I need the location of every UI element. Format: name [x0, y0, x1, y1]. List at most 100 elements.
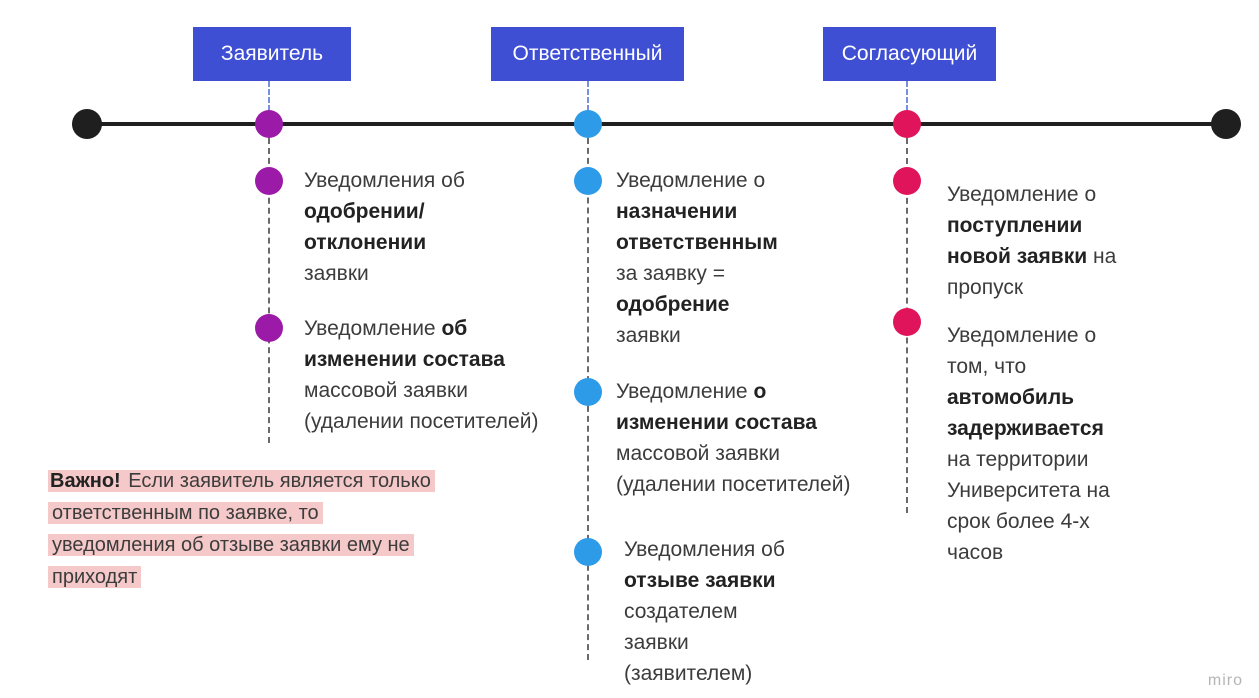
callout-line: Важно! Если заявитель является только — [48, 465, 435, 497]
text-segment: Университета на — [947, 479, 1110, 502]
approver-note-1: Уведомление о поступлении новой заявки на п… — [947, 179, 1116, 303]
note-line: одобрении/ — [304, 196, 465, 227]
text-segment: (удалении посетителей) — [616, 473, 851, 496]
note-line: Университета на — [947, 475, 1110, 506]
text-segment: заявки — [304, 262, 369, 285]
bold-text: отзыве заявки — [624, 569, 776, 592]
callout-line: приходят — [48, 561, 435, 593]
note-line: новой заявки на — [947, 241, 1116, 272]
applicant-note-1: Уведомления об одобрении/отклонении заявки — [304, 165, 465, 289]
text-segment: (удалении посетителей) — [304, 410, 539, 433]
role-label-approver: Согласующий — [823, 27, 996, 81]
note-line: за заявку = — [616, 258, 778, 289]
text-segment: Уведомление — [616, 380, 754, 403]
text-segment: приходят — [50, 566, 140, 588]
note-line: изменении состава — [616, 407, 850, 438]
note-line: автомобиль — [947, 382, 1110, 413]
timeline-start-point — [72, 109, 102, 139]
applicant-label-connector — [268, 81, 270, 111]
note-line: (удалении посетителей) — [304, 406, 538, 437]
bold-text: изменении состава — [304, 348, 505, 371]
note-line: массовой заявки — [304, 375, 538, 406]
text-segment: часов — [947, 541, 1004, 564]
text-segment: создателем — [624, 600, 738, 623]
note-line: создателем — [624, 596, 785, 627]
approver-label-connector — [906, 81, 908, 111]
callout-highlight: приходят — [48, 566, 142, 588]
bold-text: одобрении/ — [304, 200, 425, 223]
note-line: отклонении — [304, 227, 465, 258]
applicant-branch — [268, 138, 270, 443]
responsible-note-2: Уведомление о изменении состава массовой з… — [616, 376, 850, 500]
responsible-note-3-dot — [574, 538, 602, 566]
note-line: (заявителем) — [624, 658, 785, 689]
bold-text: новой заявки — [947, 245, 1088, 268]
note-line: Уведомление об — [304, 313, 538, 344]
bold-text: Важно! — [50, 470, 121, 492]
applicant-note-1-dot — [255, 167, 283, 195]
note-line: заявки — [616, 320, 778, 351]
bold-text: поступлении — [947, 214, 1083, 237]
text-segment: срок более 4-х — [947, 510, 1090, 533]
role-label-responsible: Ответственный — [491, 27, 684, 81]
text-segment: Уведомление о — [947, 324, 1097, 347]
timeline-line — [87, 122, 1226, 126]
bold-text: об — [441, 317, 468, 340]
note-line: назначении — [616, 196, 778, 227]
text-segment: ответственным по заявке, то — [50, 502, 321, 524]
responsible-timeline-dot — [574, 110, 602, 138]
text-segment: Уведомление — [304, 317, 442, 340]
text-segment: за заявку = — [616, 262, 725, 285]
text-segment: пропуск — [947, 276, 1024, 299]
callout-highlight: Важно! Если заявитель является только — [48, 470, 435, 492]
note-line: отзыве заявки — [624, 565, 785, 596]
note-line: массовой заявки — [616, 438, 850, 469]
note-line: пропуск — [947, 272, 1116, 303]
bold-text: о — [753, 380, 767, 403]
note-line: Уведомления об — [304, 165, 465, 196]
timeline-end-point — [1211, 109, 1241, 139]
role-label-applicant: Заявитель — [193, 27, 351, 81]
note-line: задерживается — [947, 413, 1110, 444]
approver-note-2: Уведомление о том, что автомобиль задержива… — [947, 320, 1110, 568]
bold-text: ответственным — [616, 231, 778, 254]
callout-highlight: уведомления об отзыве заявки ему не — [48, 534, 414, 556]
text-segment: массовой заявки — [616, 442, 780, 465]
text-segment: Уведомление о — [616, 169, 766, 192]
text-segment: том, что — [947, 355, 1027, 378]
note-line: одобрение — [616, 289, 778, 320]
responsible-note-2-dot — [574, 378, 602, 406]
note-line: том, что — [947, 351, 1110, 382]
text-segment: Уведомление о — [947, 183, 1097, 206]
note-line: (удалении посетителей) — [616, 469, 850, 500]
text-segment: уведомления об отзыве заявки ему не — [50, 534, 412, 556]
note-line: поступлении — [947, 210, 1116, 241]
bold-text: автомобиль — [947, 386, 1075, 409]
text-segment: на территории — [947, 448, 1089, 471]
note-line: заявки — [304, 258, 465, 289]
note-line: на территории — [947, 444, 1110, 475]
note-line: ответственным — [616, 227, 778, 258]
text-segment: Уведомления об — [624, 538, 785, 561]
note-line: Уведомление о — [947, 320, 1110, 351]
bold-text: назначении — [616, 200, 738, 223]
applicant-timeline-dot — [255, 110, 283, 138]
responsible-label-connector — [587, 81, 589, 111]
note-line: срок более 4-х — [947, 506, 1110, 537]
approver-note-1-dot — [893, 167, 921, 195]
text-segment: на — [1087, 245, 1117, 268]
approver-timeline-dot — [893, 110, 921, 138]
responsible-note-1: Уведомление о назначении ответственным за з… — [616, 165, 778, 351]
callout-line: ответственным по заявке, то — [48, 497, 435, 529]
note-line: Уведомление о — [616, 165, 778, 196]
bold-text: изменении состава — [616, 411, 817, 434]
text-segment: Уведомления об — [304, 169, 465, 192]
text-segment: заявки — [624, 631, 689, 654]
text-segment: массовой заявки — [304, 379, 468, 402]
responsible-note-3: Уведомления об отзыве заявки создателем зая… — [624, 534, 785, 689]
note-line: заявки — [624, 627, 785, 658]
text-segment: Если заявитель является только — [120, 470, 433, 492]
text-segment: заявки — [616, 324, 681, 347]
bold-text: одобрение — [616, 293, 730, 316]
note-line: Уведомление о — [947, 179, 1116, 210]
